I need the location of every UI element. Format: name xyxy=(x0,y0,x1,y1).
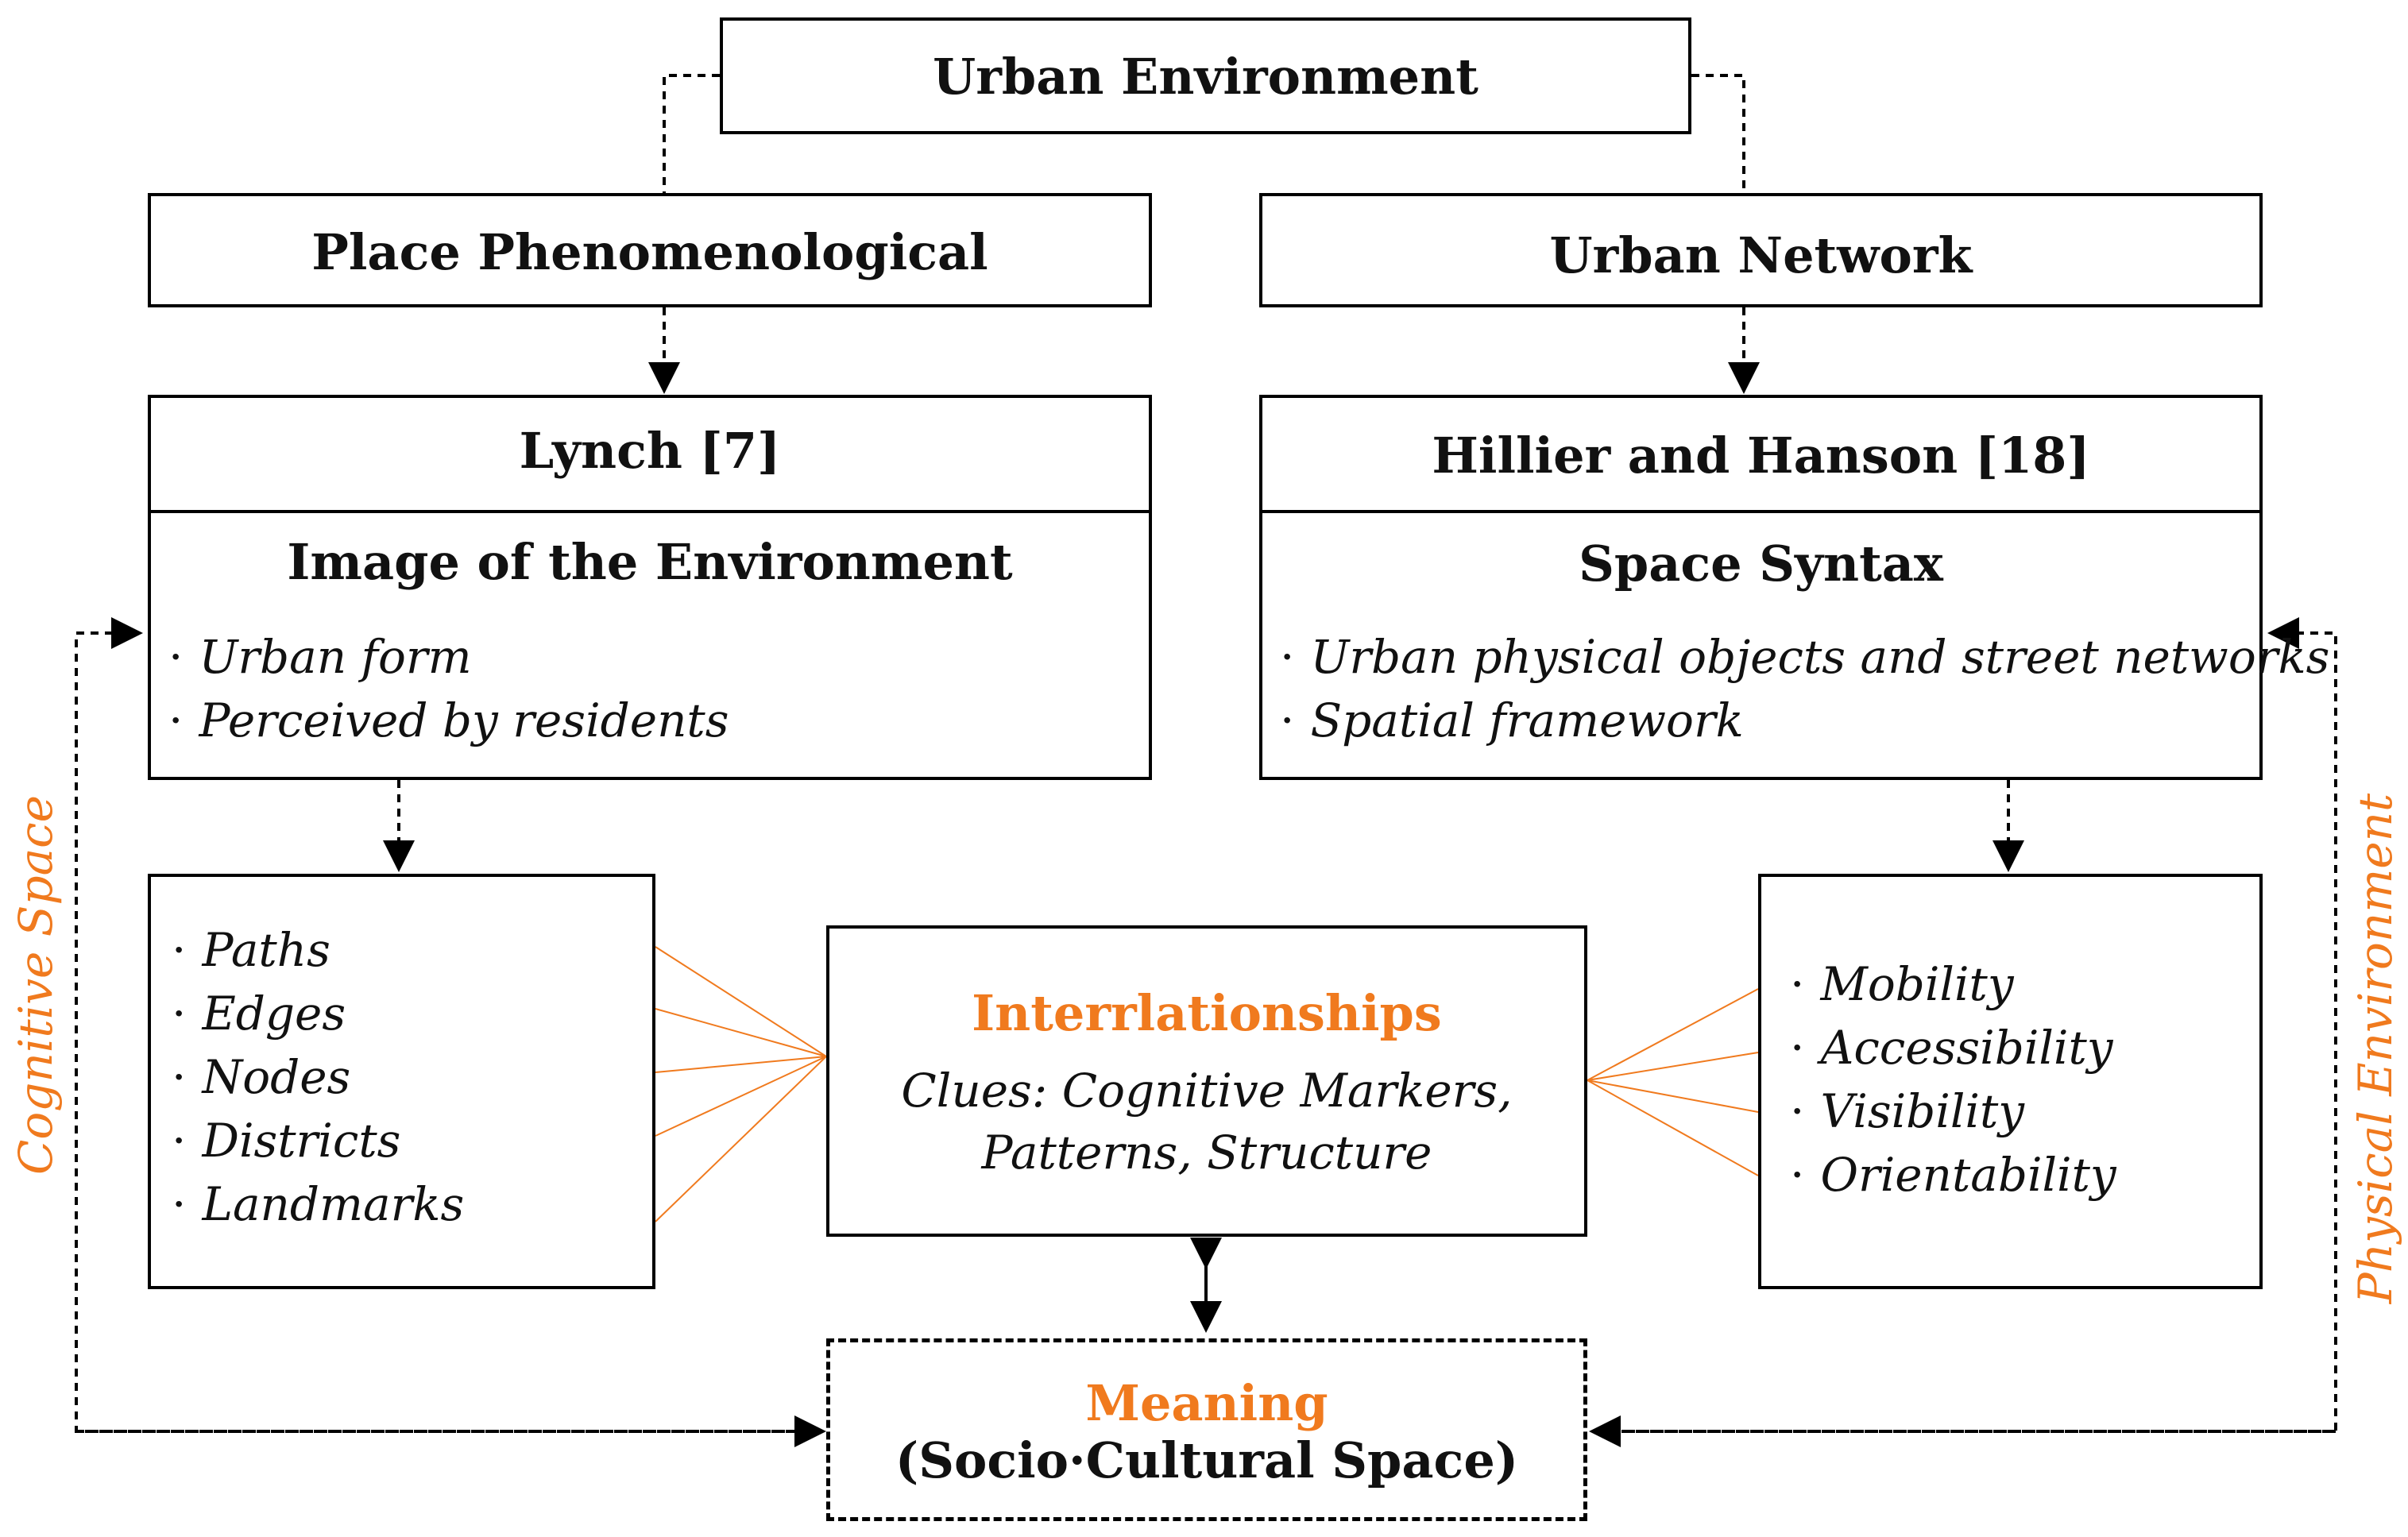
urban-environment-box: Urban Environment xyxy=(720,17,1691,134)
list-item: ·Urban physical objects and street netwo… xyxy=(1280,630,2330,684)
place-phenomenological-box: Place Phenomenological xyxy=(148,193,1152,307)
list-item: ·Mobility xyxy=(1790,957,2014,1011)
cognitive-space-label: Cognitive Space xyxy=(9,795,63,1175)
list-item: ·Paths xyxy=(172,923,330,977)
space-syntax-concept: Space Syntax xyxy=(1579,535,1943,593)
clues-line-2: Patterns, Structure xyxy=(981,1126,1432,1180)
list-item: ·Landmarks xyxy=(172,1177,465,1231)
lynch-concept: Image of the Environment xyxy=(287,533,1013,591)
lynch-elements-box: ·Paths ·Edges ·Nodes ·Districts ·Landmar… xyxy=(148,874,655,1289)
lynch-box: Lynch [7] Image of the Environment ·Urba… xyxy=(148,395,1152,780)
fan-left xyxy=(655,946,827,1222)
hillier-hanson-box: Hillier and Hanson [18] Space Syntax ·Ur… xyxy=(1259,395,2329,780)
list-item: ·Accessibility xyxy=(1790,1021,2113,1075)
list-item: ·Edges xyxy=(172,987,346,1041)
meaning-title: Meaning xyxy=(1085,1374,1328,1432)
list-item: ·Spatial framework xyxy=(1280,693,1744,747)
lynch-divider xyxy=(151,510,1149,513)
hillier-hanson-author: Hillier and Hanson [18] xyxy=(1432,427,2090,485)
lynch-author: Lynch [7] xyxy=(519,422,781,480)
urban-environment-title: Urban Environment xyxy=(933,48,1478,106)
meaning-box: Meaning (Socio·Cultural Space) xyxy=(826,1338,1587,1521)
connector-top-right xyxy=(1691,74,1745,193)
connector-top-left xyxy=(663,74,720,193)
interrelationships-title: Interrlationships xyxy=(972,984,1442,1042)
list-item: ·Orientability xyxy=(1790,1148,2116,1202)
urban-network-title: Urban Network xyxy=(1549,226,1973,284)
lynch-bullets: ·Urban form ·Perceived by residents xyxy=(168,625,729,752)
list-item: ·Districts xyxy=(172,1114,401,1168)
physical-environment-label: Physical Environment xyxy=(2348,793,2402,1304)
interrelationships-box: Interrlationships Clues: Cognitive Marke… xyxy=(826,925,1587,1237)
hillier-hanson-divider xyxy=(1262,510,2259,513)
list-item: ·Urban form xyxy=(168,630,472,684)
clues-line-1: Clues: Cognitive Markers, xyxy=(901,1064,1513,1118)
fan-right xyxy=(1587,988,1759,1176)
space-syntax-elements: ·Mobility ·Accessibility ·Visibility ·Or… xyxy=(1790,952,2116,1207)
meaning-subtitle: (Socio·Cultural Space) xyxy=(895,1431,1519,1489)
list-item: ·Visibility xyxy=(1790,1084,2025,1138)
space-syntax-elements-box: ·Mobility ·Accessibility ·Visibility ·Or… xyxy=(1758,874,2263,1289)
place-phenomenological-title: Place Phenomenological xyxy=(311,223,988,281)
urban-network-box: Urban Network xyxy=(1259,193,2263,307)
lynch-elements: ·Paths ·Edges ·Nodes ·Districts ·Landmar… xyxy=(172,918,464,1236)
space-syntax-bullets: ·Urban physical objects and street netwo… xyxy=(1280,625,2329,752)
list-item: ·Nodes xyxy=(172,1050,351,1104)
list-item: ·Perceived by residents xyxy=(168,693,729,747)
